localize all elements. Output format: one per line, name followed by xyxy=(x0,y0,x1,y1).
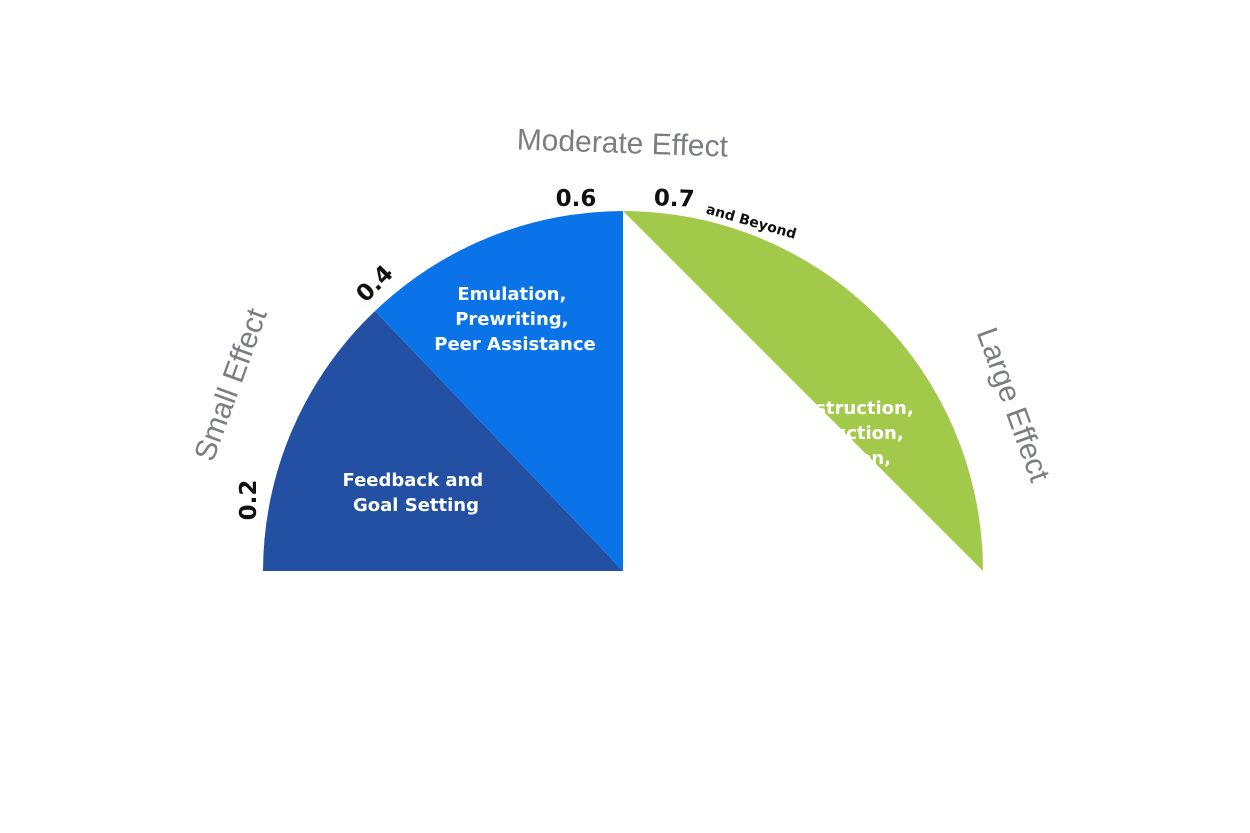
segment-label-moderate-line: Emulation, xyxy=(457,284,566,305)
segment-large-effect xyxy=(623,211,983,571)
segment-label-large-line: Grammar Instruction, xyxy=(676,473,895,494)
zone-title-small: Small Effect xyxy=(188,304,274,466)
segment-label-large-line: Strategy Instruction, xyxy=(679,448,891,469)
zone-title-large: Large Effect xyxy=(970,323,1056,486)
segment-label-large-line: Inquiry-Based Activities xyxy=(667,498,909,519)
segment-label-moderate-line: Peer Assistance xyxy=(434,334,595,355)
segment-label-small: Feedback and Goal Setting xyxy=(343,470,490,516)
segment-label-large: Transcription Instruction, Sentence Cons… xyxy=(656,398,920,519)
segment-label-large-line: Sentence Construction, xyxy=(666,423,904,444)
segment-label-moderate: Emulation, Prewriting, Peer Assistance xyxy=(434,284,595,355)
segment-label-moderate-line: Prewriting, xyxy=(455,309,568,330)
segment-label-small-line: Feedback and xyxy=(343,470,484,491)
tick-label-0-6: 0.6 xyxy=(556,186,597,212)
tick-label-0-2: 0.2 xyxy=(236,480,262,521)
segment-label-large-line: Transcription Instruction, xyxy=(656,398,914,419)
zone-title-moderate: Moderate Effect xyxy=(516,123,729,163)
segment-small-effect xyxy=(263,311,623,571)
segment-moderate-effect xyxy=(375,211,623,571)
tick-label-0-7: 0.7 xyxy=(653,185,695,212)
segment-label-small-line: Goal Setting xyxy=(353,495,479,516)
